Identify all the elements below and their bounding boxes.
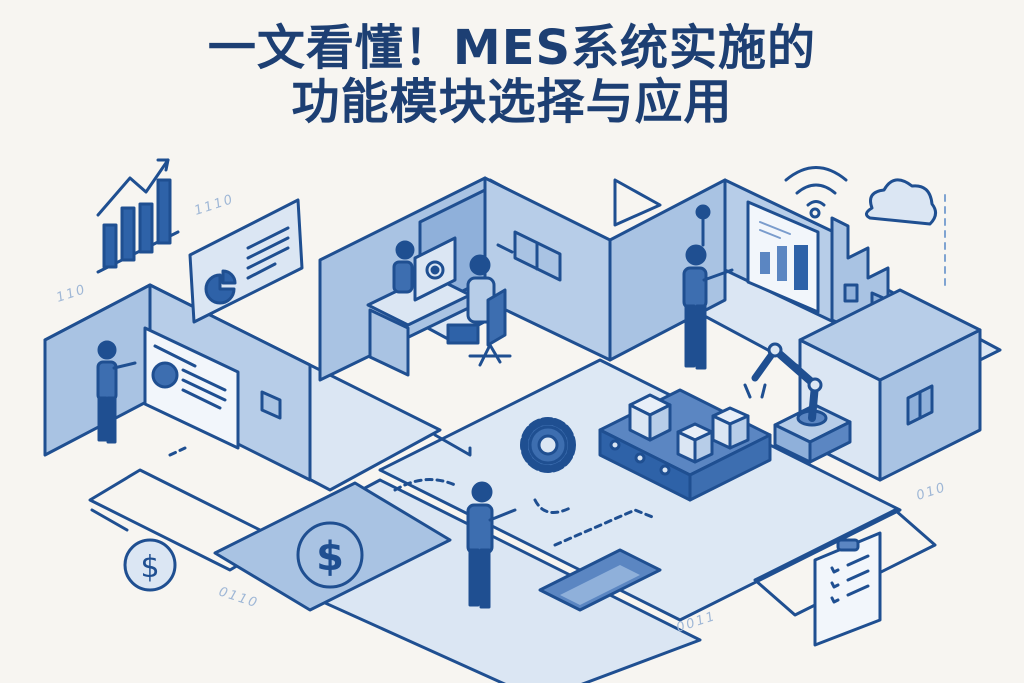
monitor-gear-icon xyxy=(425,260,445,280)
clipboard-checklist-icon xyxy=(753,508,937,647)
svg-text:$: $ xyxy=(140,550,159,585)
left-room xyxy=(43,283,312,482)
title-line-1: 一文看懂！MES系统实施的 xyxy=(207,20,817,76)
floating-pie-dashboard xyxy=(188,198,304,324)
conveyor-belt xyxy=(598,388,772,502)
binary-label-010: 010 xyxy=(915,480,949,504)
robot-arm-icon xyxy=(743,342,852,464)
person-right-inspector xyxy=(682,204,734,370)
person-left-analyst xyxy=(96,340,137,444)
left-dashboard-panel xyxy=(143,326,240,450)
dollar-cycle-large-icon: $ xyxy=(213,481,452,612)
title-block: 一文看懂！MES系统实施的 功能模块选择与应用 xyxy=(0,20,1024,130)
cloud-icon xyxy=(865,178,937,226)
binary-label-0110: 0110 xyxy=(217,585,261,612)
pie-chart-icon xyxy=(151,361,179,389)
wifi-icon xyxy=(784,166,848,219)
dollar-cycle-small-icon: $ xyxy=(90,508,177,592)
binary-label-110: 110 xyxy=(55,282,89,306)
title-line-2: 功能模块选择与应用 xyxy=(291,73,733,130)
office-room xyxy=(318,176,612,382)
gear-icon xyxy=(520,417,576,473)
svg-text:$: $ xyxy=(316,534,344,580)
person-center-operator xyxy=(466,481,517,609)
binary-label-1110: 1110 xyxy=(193,192,237,219)
growth-chart-icon xyxy=(96,158,180,274)
